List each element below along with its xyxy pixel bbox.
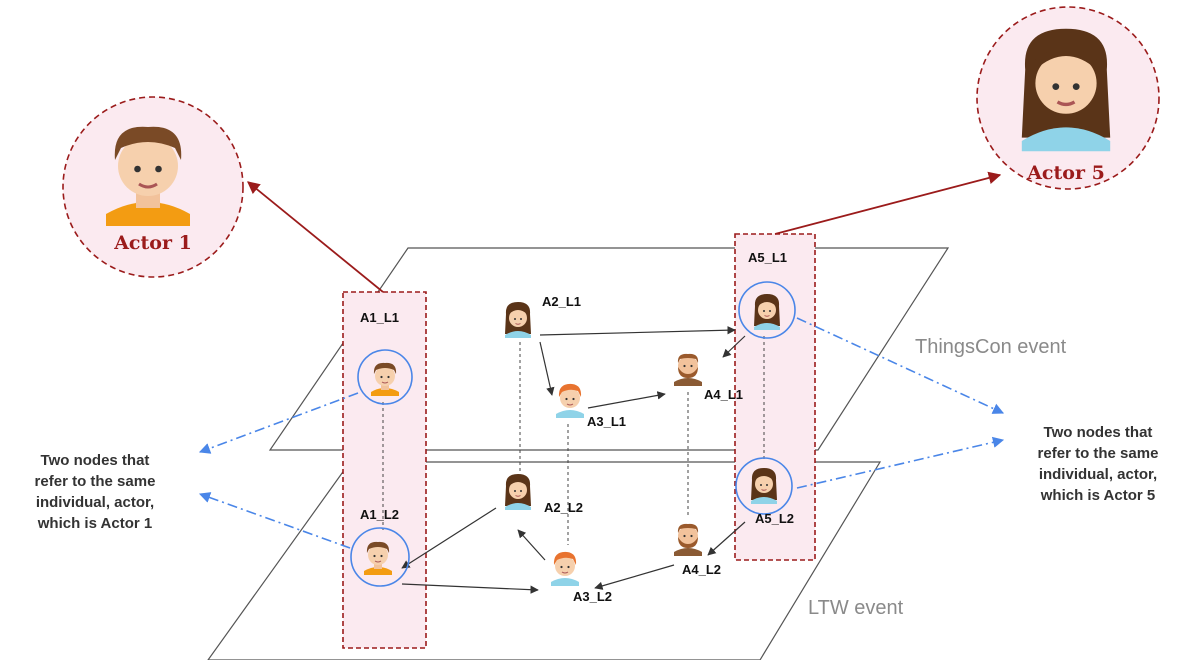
A5_L2-ring: [735, 457, 793, 515]
A5_L1-ring: [738, 281, 796, 339]
link-to-actor5: [774, 171, 1002, 235]
right-note-line-2: refer to the same: [1038, 445, 1159, 462]
right-note-line-4: which is Actor 5: [1040, 487, 1155, 504]
right-note-line-1: Two nodes that: [1044, 424, 1153, 441]
A5_L2-person-icon: [750, 467, 778, 505]
left-note: Two nodes that refer to the same individ…: [35, 452, 156, 532]
bottom-layer-plane: [207, 461, 882, 660]
actor5-name: Actor 5: [1026, 162, 1105, 184]
A1_L1-ring: [357, 349, 413, 405]
A1_L2-ring: [350, 527, 410, 587]
top-layer-edges: [539, 325, 746, 409]
right-note: Two nodes that refer to the same individ…: [1038, 424, 1159, 504]
top-layer-name: ThingsCon event: [915, 336, 1067, 358]
actor1-name: Actor 1: [113, 232, 192, 254]
node-label-A3_L1: A3_L1: [587, 414, 626, 429]
bottom-layer-name: LTW event: [808, 597, 904, 619]
A2_L1-person-icon: [504, 301, 532, 339]
bottom-layer-edges: [401, 507, 746, 594]
node-label-A5_L1: A5_L1: [748, 250, 787, 265]
A4_L1-person-icon: [674, 353, 702, 386]
link-to-actor1: [247, 181, 384, 293]
node-label-A1_L1: A1_L1: [360, 310, 399, 325]
left-note-line-3: individual, actor,: [36, 494, 154, 511]
node-label-A2_L1: A2_L1: [542, 294, 581, 309]
inter-layer-links: [382, 336, 765, 545]
A4_L2-person-icon: [674, 523, 702, 556]
actor5-avatar-icon: [1020, 27, 1112, 153]
node-label-A1_L2: A1_L2: [360, 507, 399, 522]
node-label-A2_L2: A2_L2: [544, 500, 583, 515]
left-note-line-4: which is Actor 1: [37, 515, 152, 532]
node-label-A4_L2: A4_L2: [682, 562, 721, 577]
annotation-arrows: [198, 317, 1005, 549]
node-label-A3_L2: A3_L2: [573, 589, 612, 604]
node-label-A4_L1: A4_L1: [704, 387, 743, 402]
left-note-line-1: Two nodes that: [41, 452, 150, 469]
actor1-highlight-box: [342, 291, 427, 649]
A5_L1-person-icon: [753, 293, 781, 331]
node-label-A5_L2: A5_L2: [755, 511, 794, 526]
right-note-line-3: individual, actor,: [1039, 466, 1157, 483]
left-note-line-2: refer to the same: [35, 473, 156, 490]
A3_L2-person-icon: [550, 551, 580, 587]
A3_L1-person-icon: [555, 383, 585, 419]
A2_L2-person-icon: [504, 473, 532, 511]
